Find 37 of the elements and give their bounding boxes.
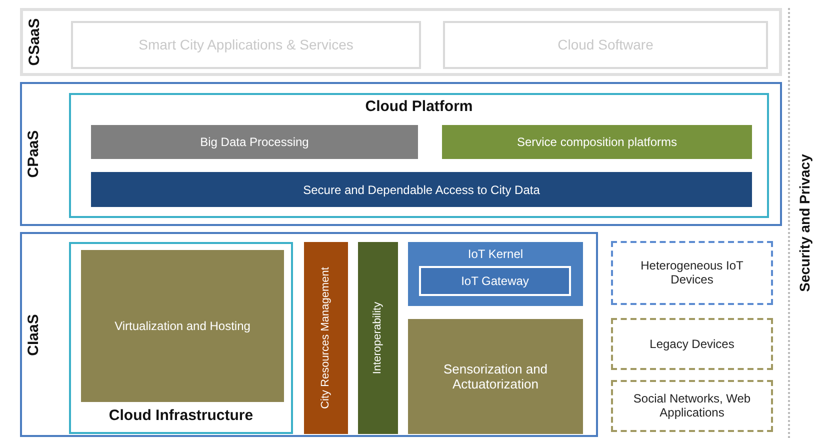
device-box — [611, 318, 773, 370]
component-box — [442, 125, 752, 159]
layer-label: CIaaS — [24, 314, 43, 356]
layer-band — [20, 8, 782, 76]
device-box — [611, 380, 773, 432]
device-box — [611, 241, 773, 305]
component-label: Virtualization and Hosting — [114, 318, 252, 334]
service-box — [443, 21, 768, 69]
kernel-box — [408, 242, 583, 306]
component-label: Sensorization and Actuatorization — [442, 360, 549, 392]
component-box — [91, 172, 752, 207]
component-label: Service composition platforms — [516, 134, 678, 150]
component-label: City Resources Management — [319, 267, 332, 409]
gateway-box — [419, 266, 571, 296]
component-label: Heterogeneous IoT Devices — [640, 258, 744, 288]
component-label: Interoperability — [371, 302, 384, 374]
platform-panel — [69, 93, 769, 218]
panel-title: Cloud Platform — [364, 97, 474, 117]
layer-label: CSaaS — [25, 18, 44, 66]
component-label: Secure and Dependable Access to City Data — [302, 182, 541, 197]
service-box — [71, 21, 421, 69]
layer-band — [20, 232, 598, 437]
layer-band — [20, 82, 782, 226]
component-box — [81, 250, 284, 402]
component-label: Big Data Processing — [199, 134, 310, 150]
component-box — [408, 319, 583, 434]
component-label: Security and Privacy — [796, 154, 814, 292]
infrastructure-panel — [69, 242, 293, 434]
component-bar — [304, 242, 348, 434]
component-label: Legacy Devices — [648, 336, 736, 352]
panel-title: Cloud Infrastructure — [108, 406, 254, 426]
component-label: Social Networks, Web Applications — [632, 392, 752, 420]
layer-label: CPaaS — [24, 130, 43, 178]
component-box — [91, 125, 418, 159]
panel-title: IoT Kernel — [466, 246, 524, 263]
component-label: IoT Gateway — [460, 274, 530, 288]
component-bar — [358, 242, 398, 434]
